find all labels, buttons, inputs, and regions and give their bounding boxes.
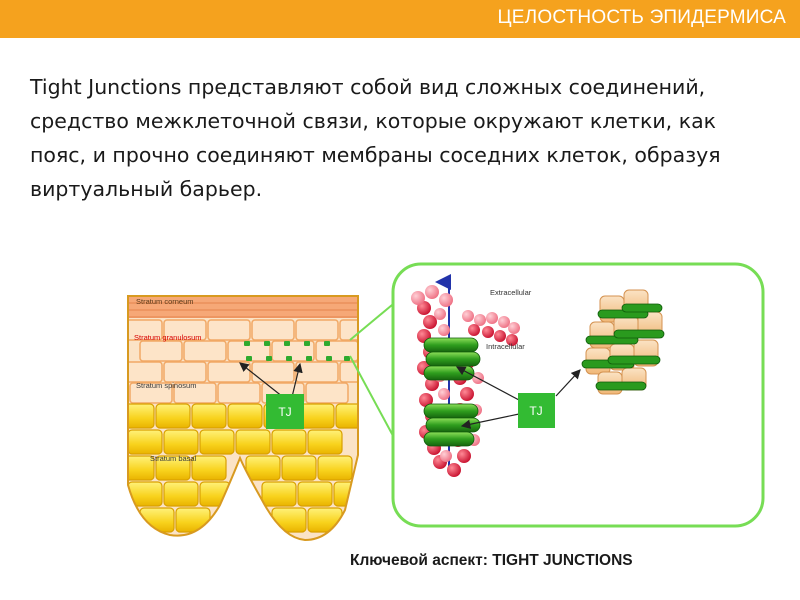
slide-title: ЦЕЛОСТНОСТЬ ЭПИДЕРМИСА xyxy=(497,7,786,28)
label-intracellular: Intracellular xyxy=(486,342,525,351)
tj-box-right xyxy=(518,393,555,428)
label-extracellular: Extracellular xyxy=(490,288,532,297)
tj-label-right: TJ xyxy=(529,404,542,418)
header-bar: ЦЕЛОСТНОСТЬ ЭПИДЕРМИСА xyxy=(0,0,800,38)
body-text: Tight Junctions представляют собой вид с… xyxy=(30,75,721,201)
label-stratum-corneum: Stratum corneum xyxy=(136,297,194,306)
label-stratum-basal: Stratum basal xyxy=(150,454,197,463)
tj-box-left xyxy=(266,394,304,429)
epidermis-section: Stratum corneum Stratum granulosum Strat… xyxy=(127,295,359,542)
label-stratum-granulosum: Stratum granulosum xyxy=(134,333,202,342)
cell-blocks-belts xyxy=(581,289,665,395)
tj-label-left: TJ xyxy=(278,405,291,419)
tj-dots xyxy=(244,341,350,361)
key-aspect-caption: Ключевой аспект: TIGHT JUNCTIONS xyxy=(350,552,633,569)
zoom-panel: Extracellular Intracellular xyxy=(391,262,765,528)
label-stratum-spinosum: Stratum spinosum xyxy=(136,381,196,390)
